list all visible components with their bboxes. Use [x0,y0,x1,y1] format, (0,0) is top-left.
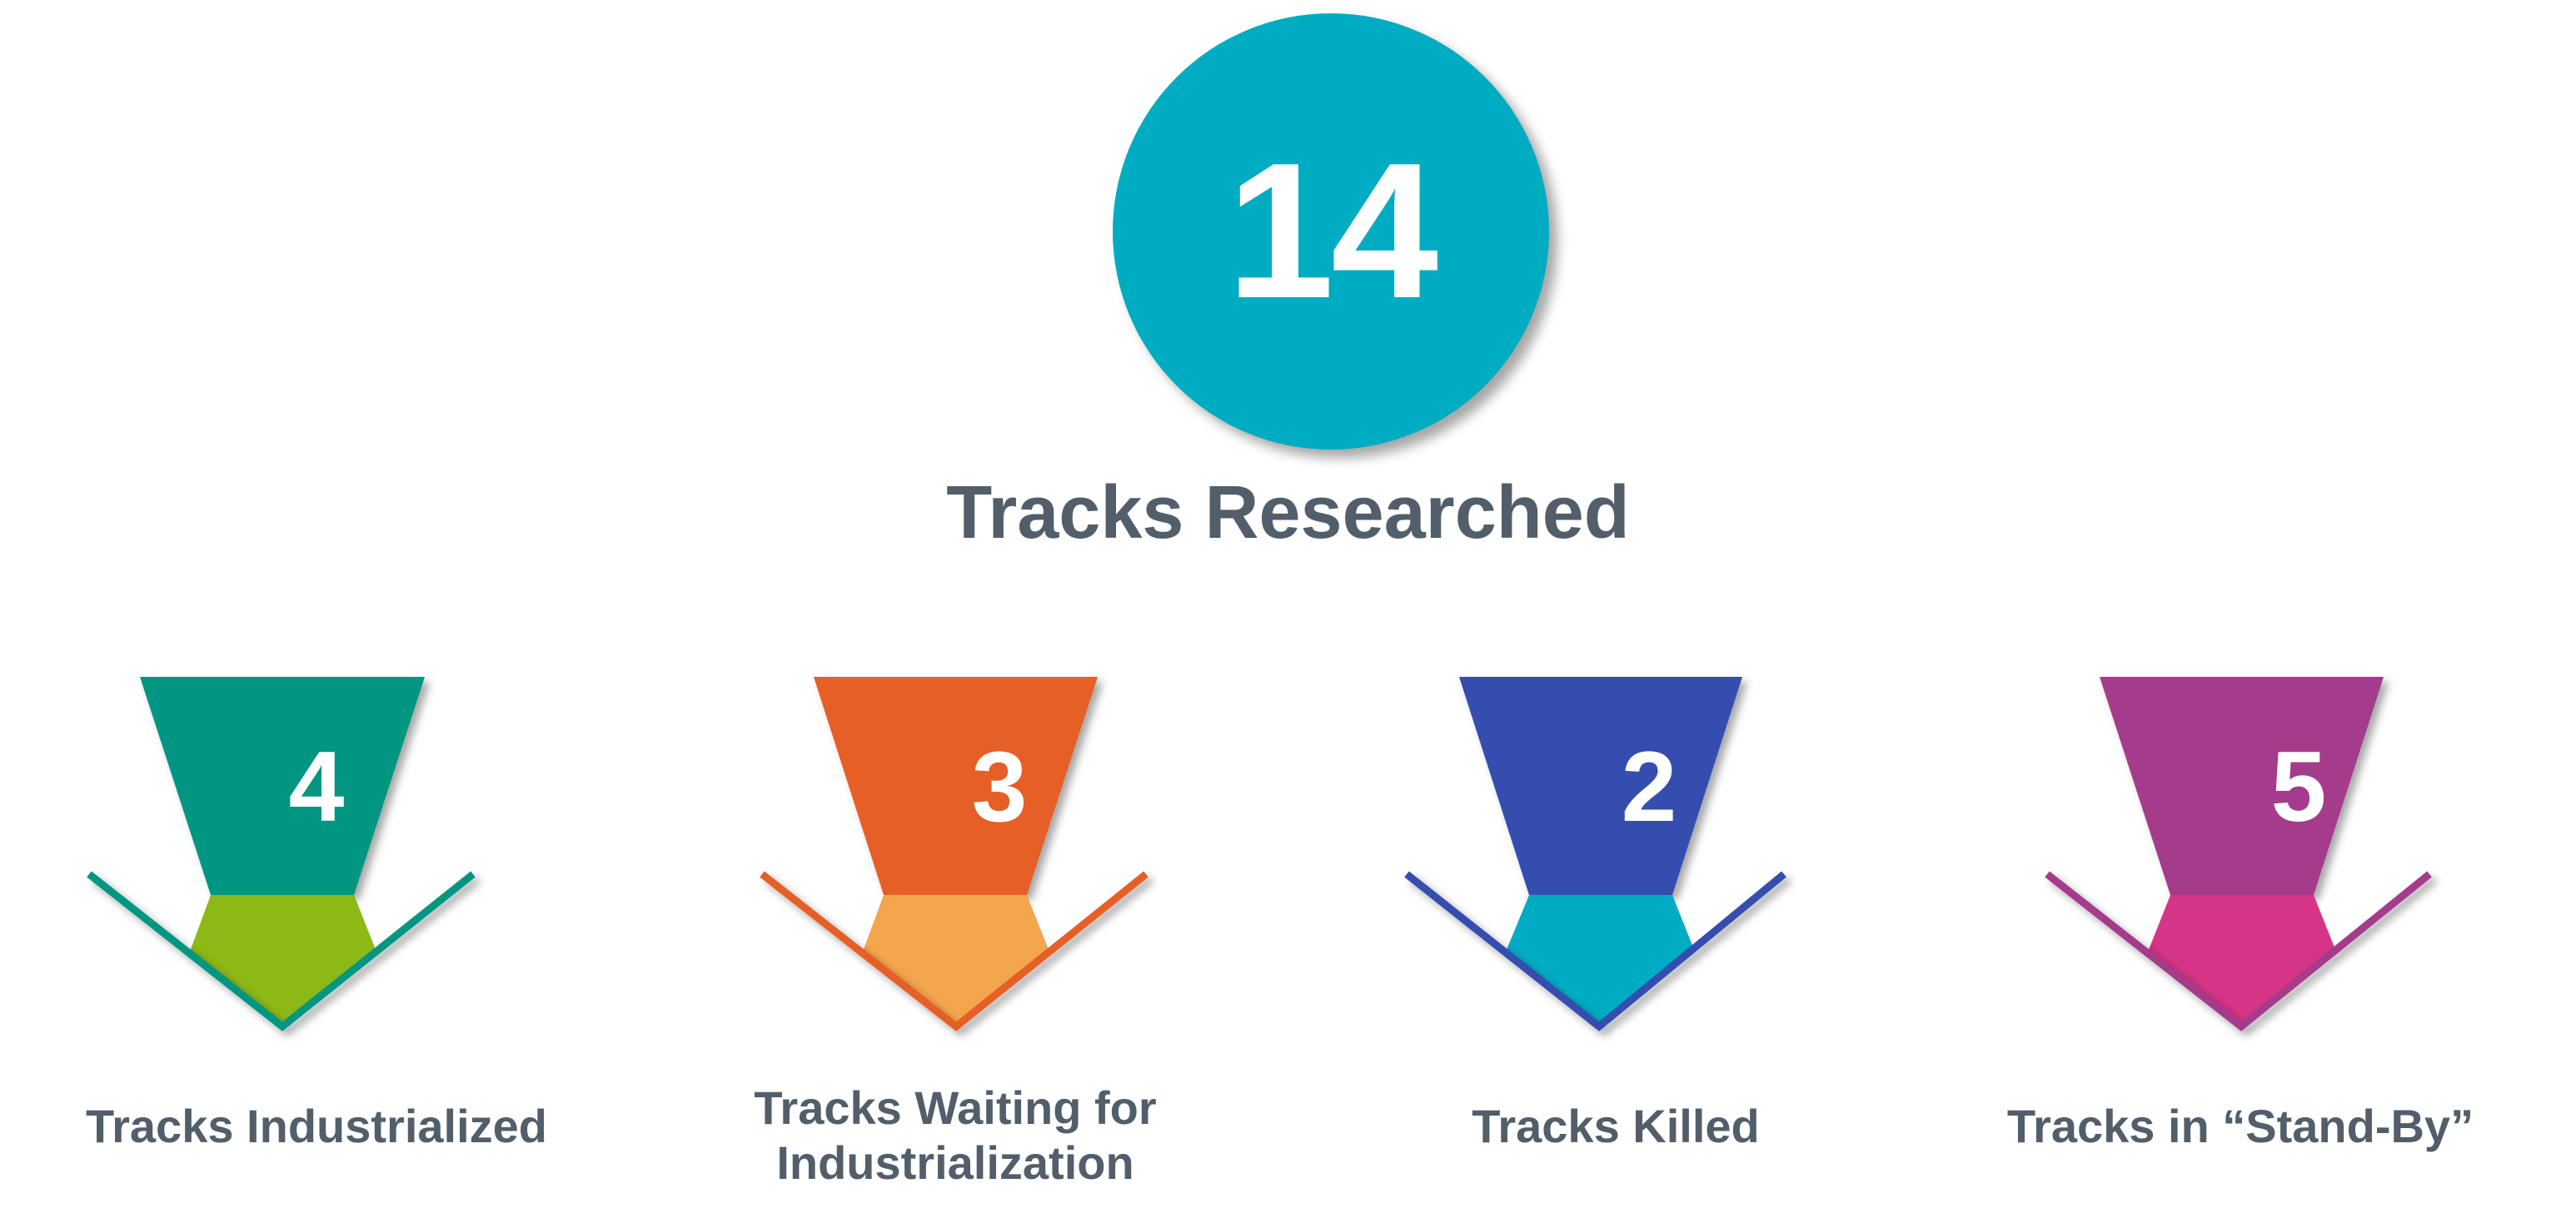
card-label-line1: Tracks Waiting for [754,1081,1157,1134]
funnel-arrow-icon [87,677,476,1032]
funnel-arrow-icon [1404,677,1786,1032]
card-label: Tracks Killed [1316,1099,1916,1154]
card-standby: 5 Tracks in “Stand-By” [2007,666,2549,1213]
funnel-arrow-icon [760,677,1148,1032]
card-label: Tracks Industrialized [17,1099,616,1154]
card-label-line2: Industrialization [776,1136,1134,1189]
total-tracks-value: 14 [1226,123,1438,339]
card-waiting-industrialization: 3 Tracks Waiting for Industrialization [750,666,1249,1213]
funnel-arrow-icon [2045,677,2432,1032]
total-tracks-label: Tracks Researched [946,471,1630,554]
total-tracks-circle: 14 [1113,13,1549,450]
card-value: 2 [1621,731,1677,843]
card-label: Tracks Waiting for Industrialization [655,1081,1255,1191]
card-value: 5 [2270,731,2327,843]
card-killed: 2 Tracks Killed [1399,666,1899,1213]
card-label-line1: Tracks Industrialized [86,1100,547,1152]
card-label: Tracks in “Stand-By” [1941,1099,2540,1154]
card-label-line1: Tracks Killed [1472,1100,1760,1152]
card-industrialized: 4 Tracks Industrialized [67,666,566,1213]
card-value: 3 [971,731,1028,843]
card-value: 4 [288,731,345,843]
card-label-line1: Tracks in “Stand-By” [2006,1100,2474,1152]
